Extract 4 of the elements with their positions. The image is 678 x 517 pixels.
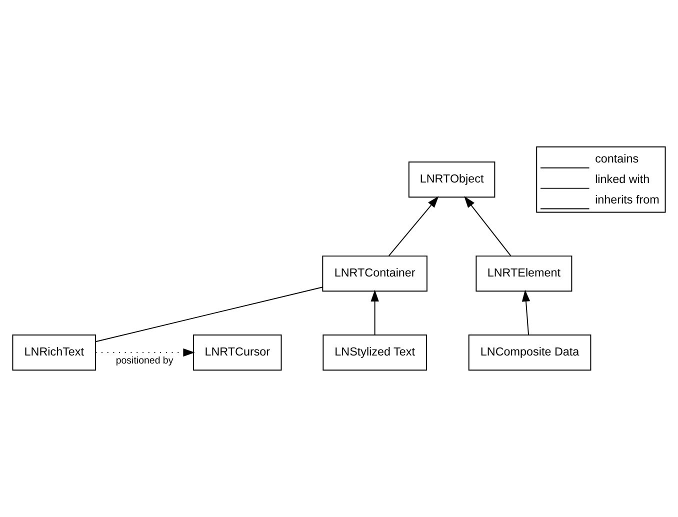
legend-label: linked with (595, 173, 650, 186)
legend-label: contains (595, 152, 639, 166)
edge-label: positioned by (116, 355, 174, 366)
legend-label: inherits from (595, 194, 660, 207)
